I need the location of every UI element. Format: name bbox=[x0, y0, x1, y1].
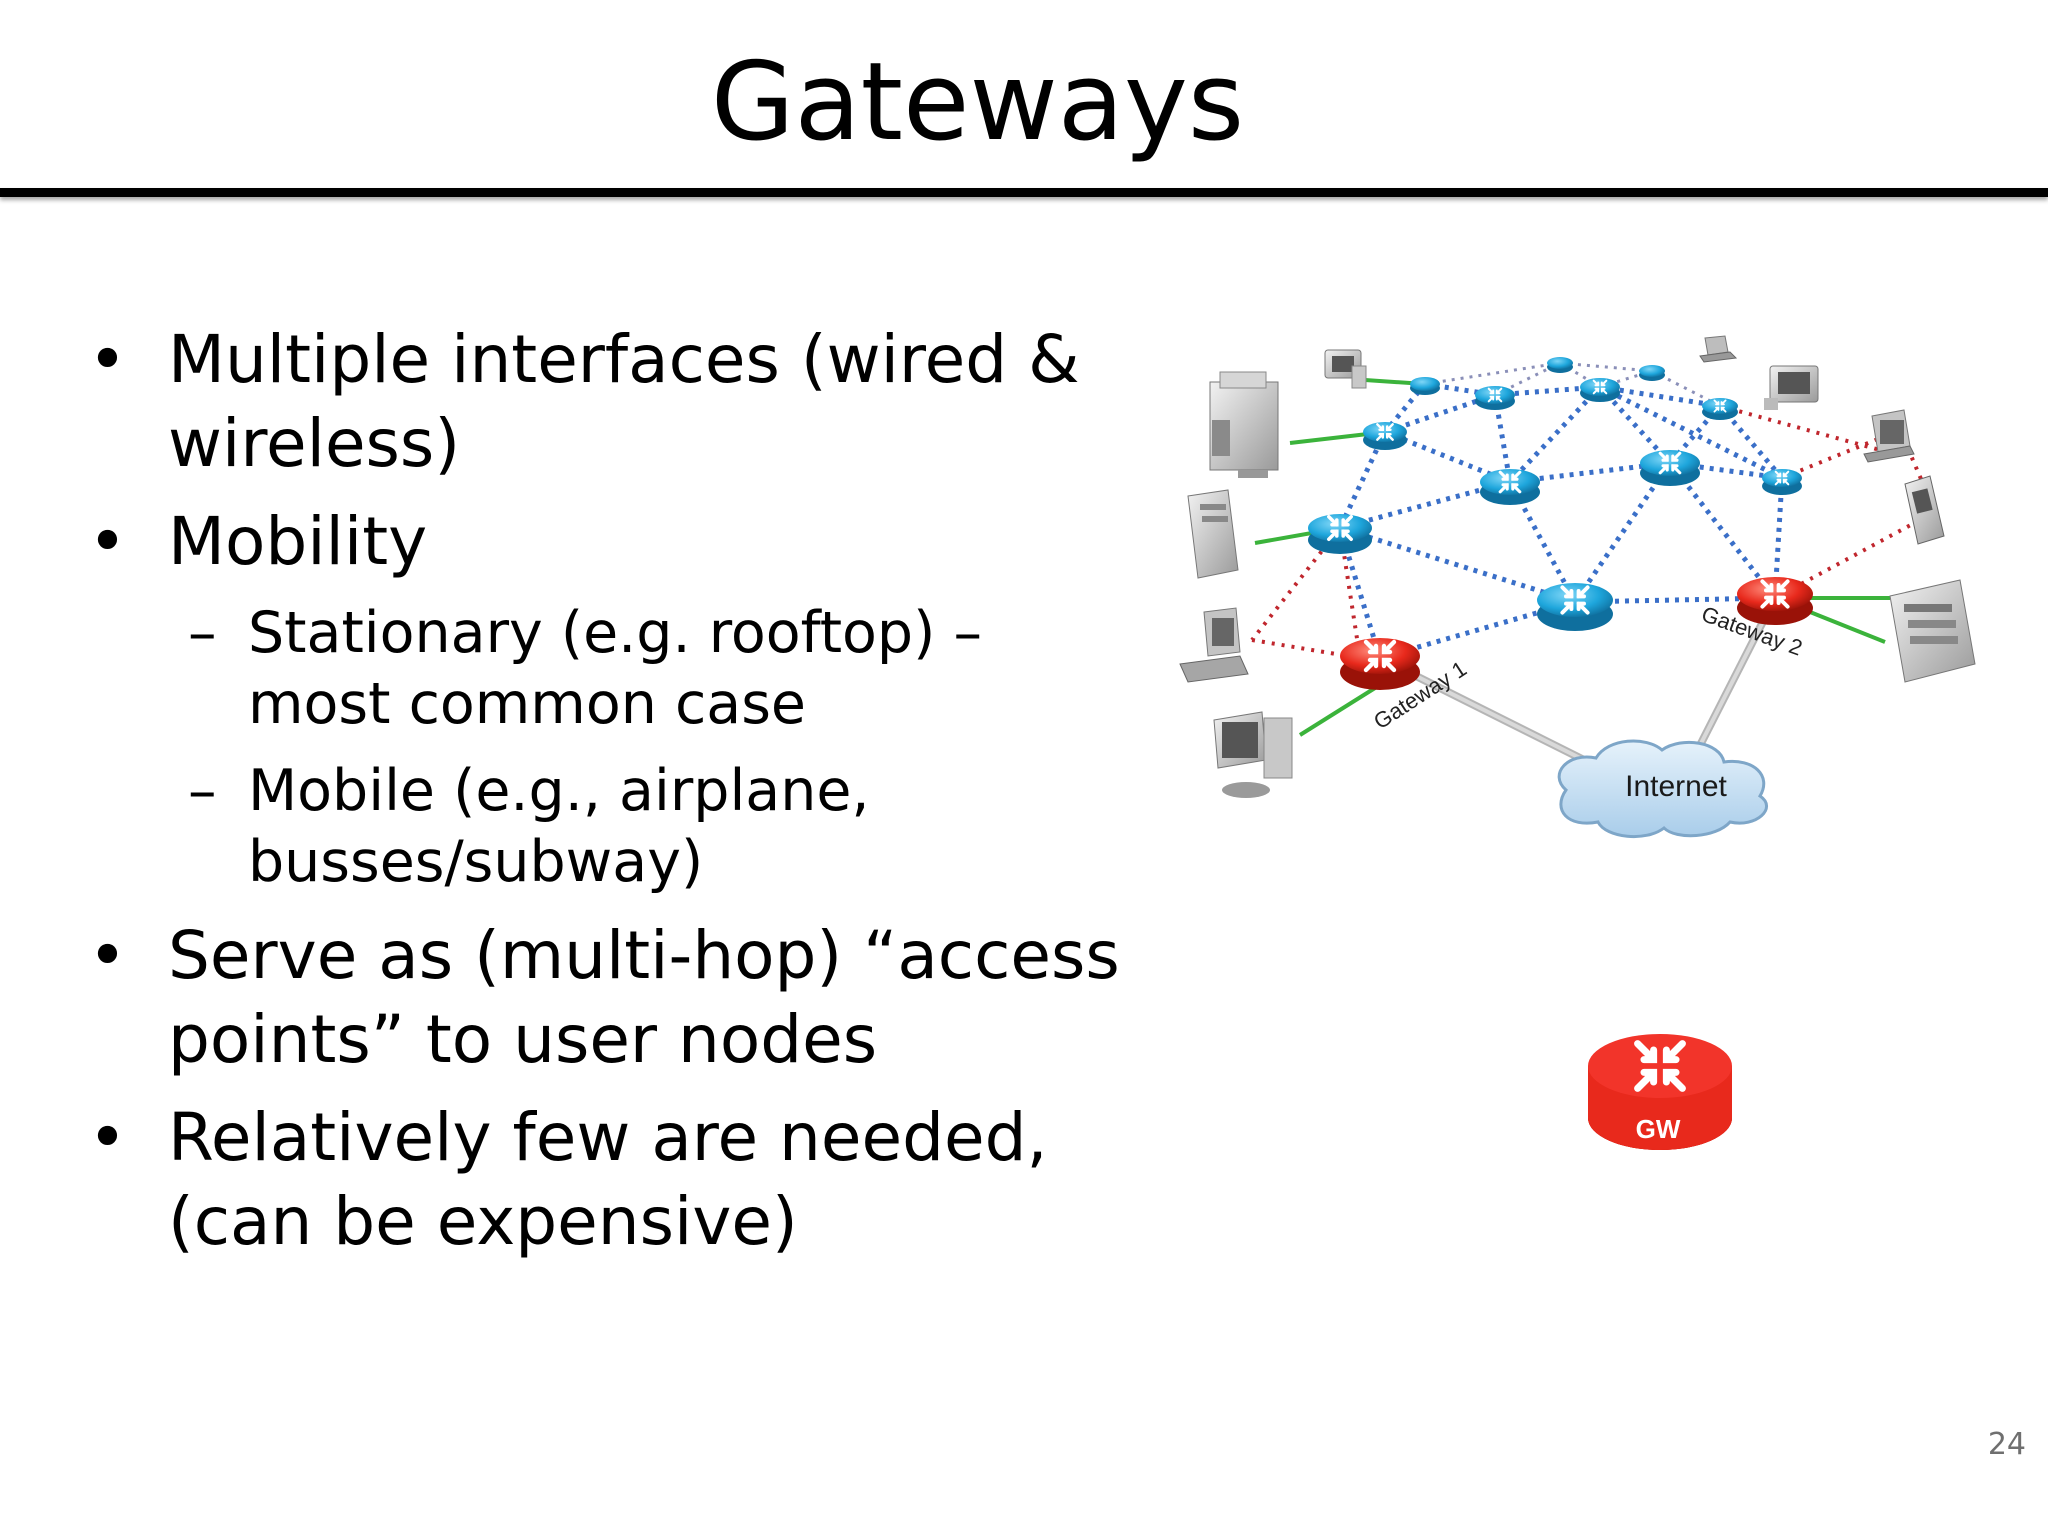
printer-icon bbox=[1209, 371, 1279, 478]
mesh-router-icon bbox=[1580, 378, 1620, 402]
bullet-text: Relatively few are needed, (can be expen… bbox=[168, 1099, 1048, 1260]
mesh-router-icon bbox=[1308, 514, 1372, 554]
mesh-router-icon bbox=[1639, 365, 1665, 381]
sub-bullet-item: – Stationary (e.g. rooftop) – most commo… bbox=[80, 598, 1140, 740]
mesh-router-icon bbox=[1537, 583, 1613, 631]
sub-bullet-text: Mobile (e.g., airplane, busses/subway) bbox=[248, 758, 870, 895]
gw-label: GW bbox=[1636, 1114, 1681, 1144]
computer-icon bbox=[1324, 349, 1367, 389]
gateway-router-icon bbox=[1737, 577, 1813, 625]
title-divider bbox=[0, 188, 2048, 197]
bullet-marker: • bbox=[88, 321, 127, 398]
slide-title: Gateways bbox=[710, 40, 1245, 165]
pda-icon bbox=[1904, 475, 1945, 545]
mesh-router-icon bbox=[1640, 450, 1700, 486]
mesh-router-icon bbox=[1475, 386, 1515, 410]
laptop-icon bbox=[1863, 409, 1915, 463]
bullet-marker: • bbox=[88, 503, 127, 580]
computer-icon bbox=[1213, 711, 1293, 798]
sub-bullet-item: – Mobile (e.g., airplane, busses/subway) bbox=[80, 756, 1140, 898]
bullet-text: Serve as (multi-hop) “access points” to … bbox=[168, 917, 1120, 1078]
gateway-router-icon bbox=[1340, 638, 1420, 690]
mesh-router-icon bbox=[1363, 422, 1407, 450]
laptop-icon bbox=[1699, 335, 1738, 363]
bullet-item: • Multiple interfaces (wired & wireless) bbox=[80, 318, 1140, 486]
bullet-text: Multiple interfaces (wired & wireless) bbox=[168, 321, 1080, 482]
server-icon bbox=[1889, 579, 1976, 683]
sub-bullet-marker: – bbox=[188, 758, 217, 824]
mesh-router-icon bbox=[1702, 398, 1738, 420]
bullet-item: • Relatively few are needed, (can be exp… bbox=[80, 1096, 1140, 1264]
bullet-item: • Mobility bbox=[80, 500, 1140, 584]
mesh-router-icon bbox=[1480, 469, 1540, 505]
bullet-marker: • bbox=[88, 1099, 127, 1176]
mesh-router-icon bbox=[1762, 469, 1802, 495]
computer-icon bbox=[1764, 365, 1819, 410]
bullet-item: • Serve as (multi-hop) “access points” t… bbox=[80, 914, 1140, 1082]
sub-bullet-text: Stationary (e.g. rooftop) – most common … bbox=[248, 600, 982, 737]
internet-label: Internet bbox=[1625, 770, 1727, 803]
bullet-text: Mobility bbox=[168, 503, 428, 580]
sub-bullet-marker: – bbox=[188, 600, 217, 666]
laptop-icon bbox=[1179, 607, 1249, 683]
bullet-list: • Multiple interfaces (wired & wireless)… bbox=[80, 318, 1140, 1278]
page-number: 24 bbox=[1987, 1427, 2026, 1462]
mesh-router-icon bbox=[1547, 357, 1573, 373]
gw-router-icon: GW bbox=[1588, 1034, 1732, 1150]
bullet-marker: • bbox=[88, 917, 127, 994]
internet-cloud-icon: Internet bbox=[1557, 739, 1768, 839]
mesh-outer-links bbox=[1424, 361, 1721, 408]
server-icon bbox=[1187, 489, 1239, 579]
mesh-router-icon bbox=[1410, 377, 1440, 395]
